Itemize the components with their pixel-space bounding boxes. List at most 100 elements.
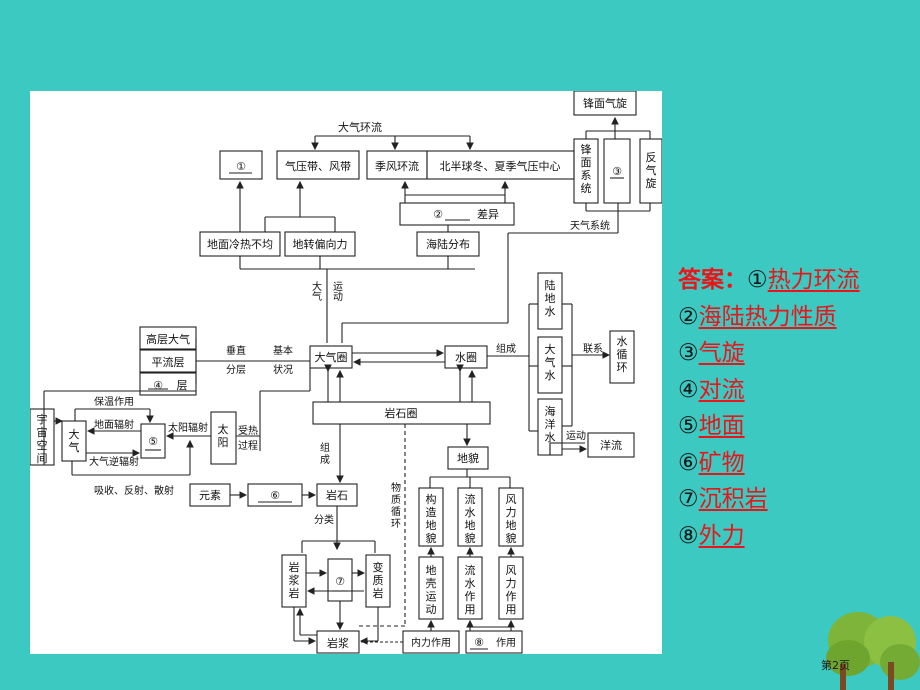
label-lianxi: 联系 — [583, 343, 603, 355]
label-daqi: 大气 — [69, 427, 80, 454]
label-pingliu: 平流层 — [152, 355, 185, 369]
label-yangliu: 洋流 — [600, 438, 622, 452]
box-dimao — [447, 446, 489, 470]
label-daqi-huanliu: 大气环流 — [338, 120, 382, 134]
label-tianqi-xitong: 天气系统 — [570, 219, 610, 232]
box-yanjiang — [316, 630, 360, 654]
label-yuansu: 元素 — [199, 489, 221, 502]
answer-6-text: 矿物 — [698, 449, 745, 476]
label-fengli-zuoyong: 风力作用 — [506, 564, 517, 616]
label-baowen: 保温作用 — [94, 395, 134, 408]
answer-8-num: ⑧ — [678, 522, 699, 549]
box-taiyang — [210, 411, 237, 465]
box-daqi — [61, 420, 87, 462]
box-fanqixuan — [639, 138, 662, 204]
box-ludi — [537, 272, 563, 330]
label-fenlei: 分类 — [314, 513, 334, 526]
label-fengmian-qixuan: 锋面气旋 — [583, 96, 627, 110]
label-wuzhi: 物质循环 — [391, 481, 401, 530]
label-hailu: 海陆分布 — [426, 237, 470, 251]
label-dimian-lengre: 地面冷热不均 — [207, 238, 273, 251]
box-waili — [465, 630, 523, 654]
label-shoure-2: 过程 — [238, 439, 258, 452]
label-yanshiquan: 岩石圈 — [385, 406, 418, 420]
label-chayi: 差异 — [477, 207, 499, 221]
label-yanjiangyan: 岩浆岩 — [289, 560, 300, 600]
label-yanjiang: 岩浆 — [327, 636, 349, 650]
label-fengli-dimao: 风力地貌 — [506, 493, 517, 545]
label-blank2: ② — [433, 208, 443, 221]
answers-panel: 答案：①热力环流 ②海陆热力性质 ③气旋 ④对流 ⑤地面 ⑥矿物 ⑦沉积岩 ⑧外… — [678, 262, 914, 554]
answer-5-text: 地面 — [698, 413, 745, 439]
label-chuizhi: 垂直 — [226, 344, 246, 357]
label-taiyang: 太阳 — [218, 423, 229, 449]
box-chayi — [399, 202, 515, 226]
label-blank3: ③ — [612, 165, 622, 178]
label-yundong: 运动 — [566, 430, 586, 442]
diagram-svg: 大气环流 ① 气压带、风带 季风环流 北半球冬、夏季气压中心 ② 差异 地面冷热… — [30, 91, 662, 654]
box-fengmian-qixuan — [573, 91, 637, 116]
box-fengli-dimao — [498, 487, 524, 547]
label-yuzhou: 宇宙空间 — [37, 413, 48, 465]
answer-7-num: ⑦ — [678, 486, 699, 512]
box-yanshiquan — [312, 401, 491, 425]
label-blank6: ⑥ — [270, 489, 280, 502]
label-blank7: ⑦ — [335, 575, 345, 588]
label-dizhuan: 地转偏向力 — [293, 237, 348, 251]
box-liushui-zuoyong — [457, 556, 483, 620]
label-daqi-yundong-1: 大气 — [310, 280, 322, 301]
box-blank1 — [219, 150, 263, 180]
answer-8-text: 外力 — [698, 522, 745, 549]
label-liushui-zuoyong: 流水作用 — [465, 563, 476, 616]
answer-6-num: ⑥ — [678, 449, 699, 476]
label-jifeng: 季风环流 — [375, 159, 419, 173]
label-xishou: 吸收、反射、散射 — [94, 484, 174, 497]
box-blank4 — [139, 372, 197, 396]
box-diqiao — [418, 556, 444, 620]
answer-4-text: 对流 — [698, 376, 745, 403]
label-fenceng: 分层 — [226, 364, 246, 376]
label-beibanqiu: 北半球冬、夏季气压中心 — [440, 159, 561, 173]
box-qiyadai — [276, 150, 360, 180]
label-shuixunhuan: 水循环 — [617, 335, 628, 374]
label-haiyang: 海洋水 — [545, 404, 556, 444]
answer-4-num: ④ — [678, 376, 699, 403]
label-fanqixuan: 反气旋 — [646, 151, 657, 190]
answer-7-text: 沉积岩 — [698, 486, 768, 512]
knowledge-diagram: 大气环流 ① 气压带、风带 季风环流 北半球冬、夏季气压中心 ② 差异 地面冷热… — [30, 91, 662, 654]
label-daqishui: 大气水 — [545, 342, 556, 382]
label-zhuangkuang: 状况 — [273, 363, 293, 376]
box-blank5 — [140, 423, 166, 459]
label-blank4: ④ — [153, 379, 163, 392]
answers-label: 答案： — [678, 267, 747, 293]
label-zucheng-hydro: 组成 — [496, 342, 516, 355]
label-qiyadai: 气压带、风带 — [285, 159, 351, 173]
page-number: 第2页 — [821, 659, 850, 672]
box-fengli-zuoyong — [498, 556, 524, 620]
label-neili: 内力作用 — [411, 636, 451, 649]
label-zuoyong: 作用 — [496, 637, 516, 649]
answer-3-text: 气旋 — [698, 340, 745, 366]
box-gouzao — [418, 487, 444, 547]
label-shoure-1: 受热 — [238, 424, 258, 437]
label-fengmian-xitong: 锋面系统 — [581, 143, 592, 195]
answer-1-num: ① — [747, 267, 768, 293]
answer-5-num: ⑤ — [678, 413, 699, 439]
label-blank8: ⑧ — [474, 636, 484, 649]
label-diqiao: 地壳运动 — [426, 564, 437, 616]
answer-2-num: ② — [678, 303, 699, 330]
label-blank5: ⑤ — [148, 435, 158, 448]
answer-1-text: 热力环流 — [767, 267, 860, 293]
label-gouzao: 构造地貌 — [426, 492, 437, 545]
label-daqiquan: 大气圈 — [315, 350, 348, 364]
label-zucheng-litho: 组成 — [320, 441, 330, 466]
label-yanshi: 岩石 — [326, 488, 348, 502]
answer-3-num: ③ — [678, 340, 699, 366]
label-blank1: ① — [236, 160, 246, 173]
label-dimao: 地貌 — [457, 451, 479, 465]
box-daqishui — [537, 336, 563, 394]
label-taiyang-fushe: 太阳辐射 — [168, 421, 208, 434]
box-yuzhou — [30, 408, 55, 466]
box-shuixunhuan — [609, 330, 635, 384]
answer-2-text: 海陆热力性质 — [698, 303, 837, 330]
